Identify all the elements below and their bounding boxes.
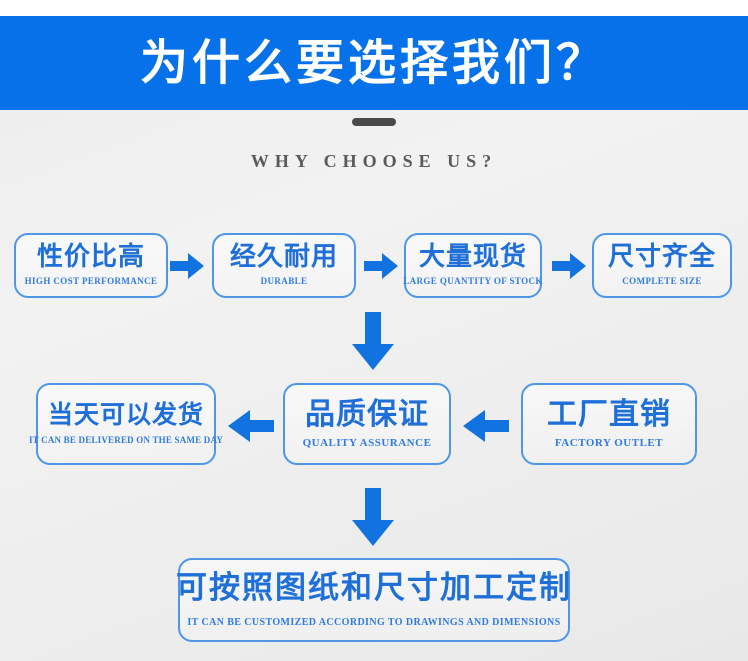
banner-title: 为什么要选择我们？ xyxy=(139,35,608,91)
arrow-right-icon xyxy=(552,253,586,279)
subtitle-section: WHY CHOOSE US? xyxy=(0,118,748,172)
feature-box-custom-manufacturing[interactable]: 可按照图纸和尺寸加工定制 IT CAN BE CUSTOMIZED ACCORD… xyxy=(176,558,572,642)
feature-box-factory-outlet[interactable]: 工厂直销 FACTORY OUTLET xyxy=(521,383,697,465)
feature-box-en-label: QUALITY ASSURANCE xyxy=(302,437,432,450)
feature-box-cn-label: 当天可以发货 xyxy=(47,400,204,430)
arrow-down-icon xyxy=(352,312,394,370)
top-white-strip xyxy=(0,0,748,16)
arrow-right-icon xyxy=(364,253,398,279)
divider-dash-icon xyxy=(352,118,396,126)
feature-box-en-label: LARGE QUANTITY OF STOCK xyxy=(403,276,543,287)
feature-box-same-day-delivery[interactable]: 当天可以发货 IT CAN BE DELIVERED ON THE SAME D… xyxy=(29,383,223,465)
feature-box-cn-label: 经久耐用 xyxy=(229,241,338,272)
header-banner: 为什么要选择我们？ xyxy=(0,16,748,110)
feature-box-complete-size[interactable]: 尺寸齐全 COMPLETE SIZE xyxy=(592,233,732,298)
arrow-down-icon xyxy=(352,488,394,546)
feature-box-cn-label: 品质保证 xyxy=(305,396,429,432)
feature-box-large-quantity-of-stock[interactable]: 大量现货 LARGE QUANTITY OF STOCK xyxy=(403,233,543,298)
feature-box-quality-assurance[interactable]: 品质保证 QUALITY ASSURANCE xyxy=(283,383,451,465)
feature-box-en-label: HIGH COST PERFORMANCE xyxy=(24,276,158,287)
feature-box-cn-label: 工厂直销 xyxy=(547,396,671,432)
feature-box-en-label: FACTORY OUTLET xyxy=(554,437,664,450)
feature-box-durable[interactable]: 经久耐用 DURABLE xyxy=(212,233,356,298)
arrow-right-icon xyxy=(170,253,204,279)
arrow-left-icon xyxy=(463,410,509,442)
feature-box-cn-label: 可按照图纸和尺寸加工定制 xyxy=(176,570,572,607)
feature-box-cn-label: 尺寸齐全 xyxy=(607,241,716,272)
feature-box-en-label: DURABLE xyxy=(260,276,308,287)
subtitle-text: WHY CHOOSE US? xyxy=(250,151,498,171)
feature-box-high-cost-performance[interactable]: 性价比高 HIGH COST PERFORMANCE xyxy=(14,233,168,298)
feature-box-en-label: IT CAN BE CUSTOMIZED ACCORDING TO DRAWIN… xyxy=(187,616,561,628)
arrow-left-icon xyxy=(228,410,274,442)
feature-box-en-label: IT CAN BE DELIVERED ON THE SAME DAY xyxy=(28,434,224,445)
feature-box-cn-label: 性价比高 xyxy=(36,241,145,272)
feature-box-cn-label: 大量现货 xyxy=(418,241,527,272)
feature-box-en-label: COMPLETE SIZE xyxy=(622,276,702,287)
